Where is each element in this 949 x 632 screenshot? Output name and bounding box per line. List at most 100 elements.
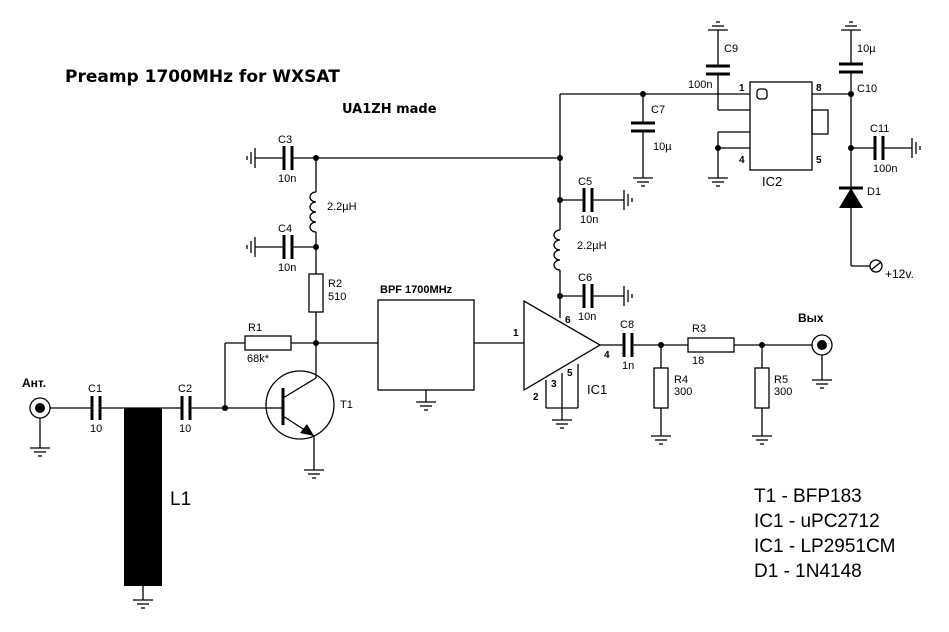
parts-list-item: IC1 - LP2951CM [754, 536, 896, 557]
ic2-body [749, 81, 813, 171]
ic2-pin1-marker [756, 88, 768, 100]
diode-d1 [839, 186, 863, 208]
c9-ref: C9 [724, 43, 738, 55]
supply-label: +12v. [885, 267, 914, 281]
ic1-pin5: 5 [567, 368, 573, 379]
resistor-r1 [244, 335, 292, 351]
inductor-left [309, 158, 317, 247]
t1-label: T1 [340, 399, 353, 411]
c5-value: 10n [580, 214, 598, 226]
ic1-pin4: 4 [604, 350, 610, 361]
inductor-left-value: 2.2µH [327, 201, 357, 213]
inductor-right [553, 200, 561, 296]
capacitor-c5 [582, 188, 594, 212]
ic1-label: IC1 [587, 382, 607, 397]
ground-ic1 [552, 419, 572, 429]
r1-value: 68k* [247, 353, 270, 365]
r5-ref: R5 [774, 374, 788, 386]
antenna-label: Ант. [22, 376, 46, 390]
ic1-pin1: 1 [513, 328, 519, 339]
c7-ref: C7 [651, 104, 665, 116]
capacitor-c1 [90, 396, 102, 420]
capacitor-c8 [622, 333, 634, 357]
capacitor-c7 [631, 121, 655, 133]
inductor-right-value: 2.2µH [577, 240, 607, 252]
c3-value: 10n [278, 173, 296, 185]
ic2-pin5: 5 [816, 155, 822, 166]
c2-ref: C2 [178, 383, 192, 395]
ground-t1 [304, 469, 324, 479]
ground-c5 [623, 190, 633, 210]
capacitor-c11 [873, 136, 885, 160]
ground-bpf [416, 401, 436, 411]
c4-value: 10n [278, 262, 296, 274]
c3-ref: C3 [278, 134, 292, 146]
r3-value: 18 [692, 355, 704, 367]
amplifier-ic1 [523, 299, 602, 420]
ground-c9 [708, 21, 728, 31]
parts-list-item: D1 - 1N4148 [754, 561, 862, 582]
ground-c6 [623, 286, 633, 306]
c6-value: 10n [578, 311, 596, 323]
ground-l1 [133, 599, 153, 609]
resistor-r3 [687, 337, 735, 353]
r3-ref: R3 [692, 323, 706, 335]
ic2-pin8: 8 [816, 83, 822, 94]
capacitor-c9 [706, 64, 730, 76]
c1-value: 10 [90, 423, 102, 435]
parts-list-item: T1 - BFP183 [754, 486, 862, 507]
output-label: Вых [798, 311, 824, 325]
ground-c3 [246, 148, 256, 168]
resistor-r2 [308, 273, 324, 313]
ic2-pin1: 1 [739, 83, 745, 94]
capacitor-c2 [180, 396, 192, 420]
r4-value: 300 [674, 386, 692, 398]
ground-ic2 [708, 177, 728, 187]
l1-label: L1 [170, 489, 191, 510]
ground-r5 [752, 435, 772, 445]
c4-ref: C4 [278, 223, 292, 235]
ground-c4 [246, 237, 256, 257]
transistor-t1 [265, 343, 335, 470]
bpf-label: BPF 1700MHz [380, 284, 453, 296]
ic1-pin6: 6 [565, 315, 571, 326]
c11-ref: C11 [870, 123, 889, 135]
c2-value: 10 [179, 423, 191, 435]
d1-label: D1 [867, 186, 881, 198]
capacitor-c6 [582, 284, 594, 308]
ic2-label: IC2 [762, 174, 782, 189]
c5-ref: C5 [578, 176, 592, 188]
resistor-r5 [754, 367, 770, 409]
ground-c10 [841, 21, 861, 31]
ic1-pin2: 2 [533, 392, 539, 403]
bpf-block [377, 299, 475, 391]
c10-value: 10µ [857, 43, 876, 55]
r5-value: 300 [774, 386, 792, 398]
c7-value: 10µ [653, 141, 672, 153]
antenna-connector [29, 397, 51, 457]
ic2-pin4: 4 [739, 155, 745, 166]
parts-list: T1 - BFP183 IC1 - uPC2712 IC1 - LP2951CM… [754, 486, 896, 582]
c6-ref: C6 [578, 272, 592, 284]
c11-value: 100n [873, 163, 897, 175]
author-label: UA1ZH made [342, 102, 437, 117]
capacitor-c3 [282, 146, 294, 170]
r2-ref: R2 [328, 278, 342, 290]
capacitor-c10 [839, 62, 863, 74]
ground-c7 [633, 177, 653, 187]
ic1-pin3: 3 [551, 379, 557, 390]
c8-ref: C8 [620, 319, 634, 331]
output-connector [811, 334, 833, 389]
c8-value: 1n [622, 360, 634, 372]
ground-r4 [651, 435, 671, 445]
r2-value: 510 [328, 291, 346, 303]
ground-c11 [911, 138, 921, 158]
r1-ref: R1 [248, 322, 262, 334]
c10-ref: C10 [857, 83, 877, 95]
resistor-r4 [653, 367, 669, 409]
c1-ref: C1 [88, 383, 102, 395]
supply-terminal [869, 259, 883, 273]
parts-list-item: IC1 - uPC2712 [754, 511, 880, 532]
